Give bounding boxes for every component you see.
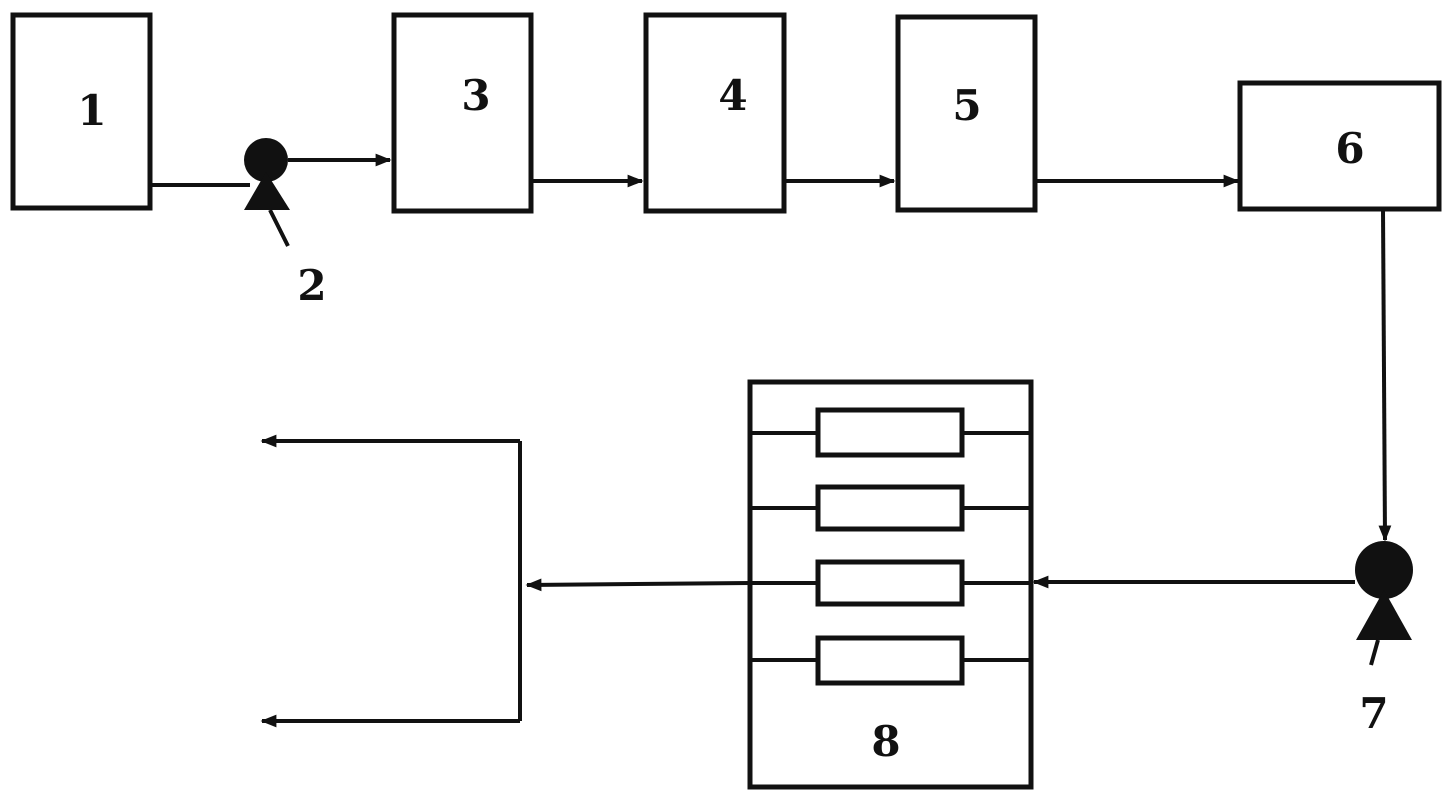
block-4-label: 4 bbox=[718, 71, 747, 120]
block-3: 3 bbox=[391, 12, 534, 214]
filter-element-icon bbox=[750, 559, 1031, 607]
unit-8: 8 bbox=[747, 379, 1034, 790]
block-6: 6 bbox=[1237, 80, 1442, 212]
block-3-label: 3 bbox=[461, 71, 490, 120]
unit-8-label: 8 bbox=[871, 717, 900, 766]
block-4: 4 bbox=[643, 12, 787, 214]
block-5-label: 5 bbox=[952, 81, 981, 130]
block-1: 1 bbox=[10, 12, 153, 211]
outlet-manifold bbox=[260, 434, 522, 728]
pump-icon bbox=[1355, 541, 1413, 666]
filter-element-icon bbox=[750, 484, 1031, 532]
pipe-6-7 bbox=[1378, 208, 1392, 542]
filter-element-icon bbox=[750, 407, 1031, 458]
block-1-label: 1 bbox=[77, 86, 106, 135]
pump-icon bbox=[244, 138, 290, 247]
pump-7-label: 7 bbox=[1359, 689, 1388, 738]
pipe-8-manifold bbox=[525, 578, 751, 592]
block-5: 5 bbox=[895, 14, 1038, 213]
pump-2-label: 2 bbox=[297, 261, 326, 310]
block-6-label: 6 bbox=[1335, 124, 1364, 173]
filter-element-icon bbox=[750, 635, 1031, 686]
